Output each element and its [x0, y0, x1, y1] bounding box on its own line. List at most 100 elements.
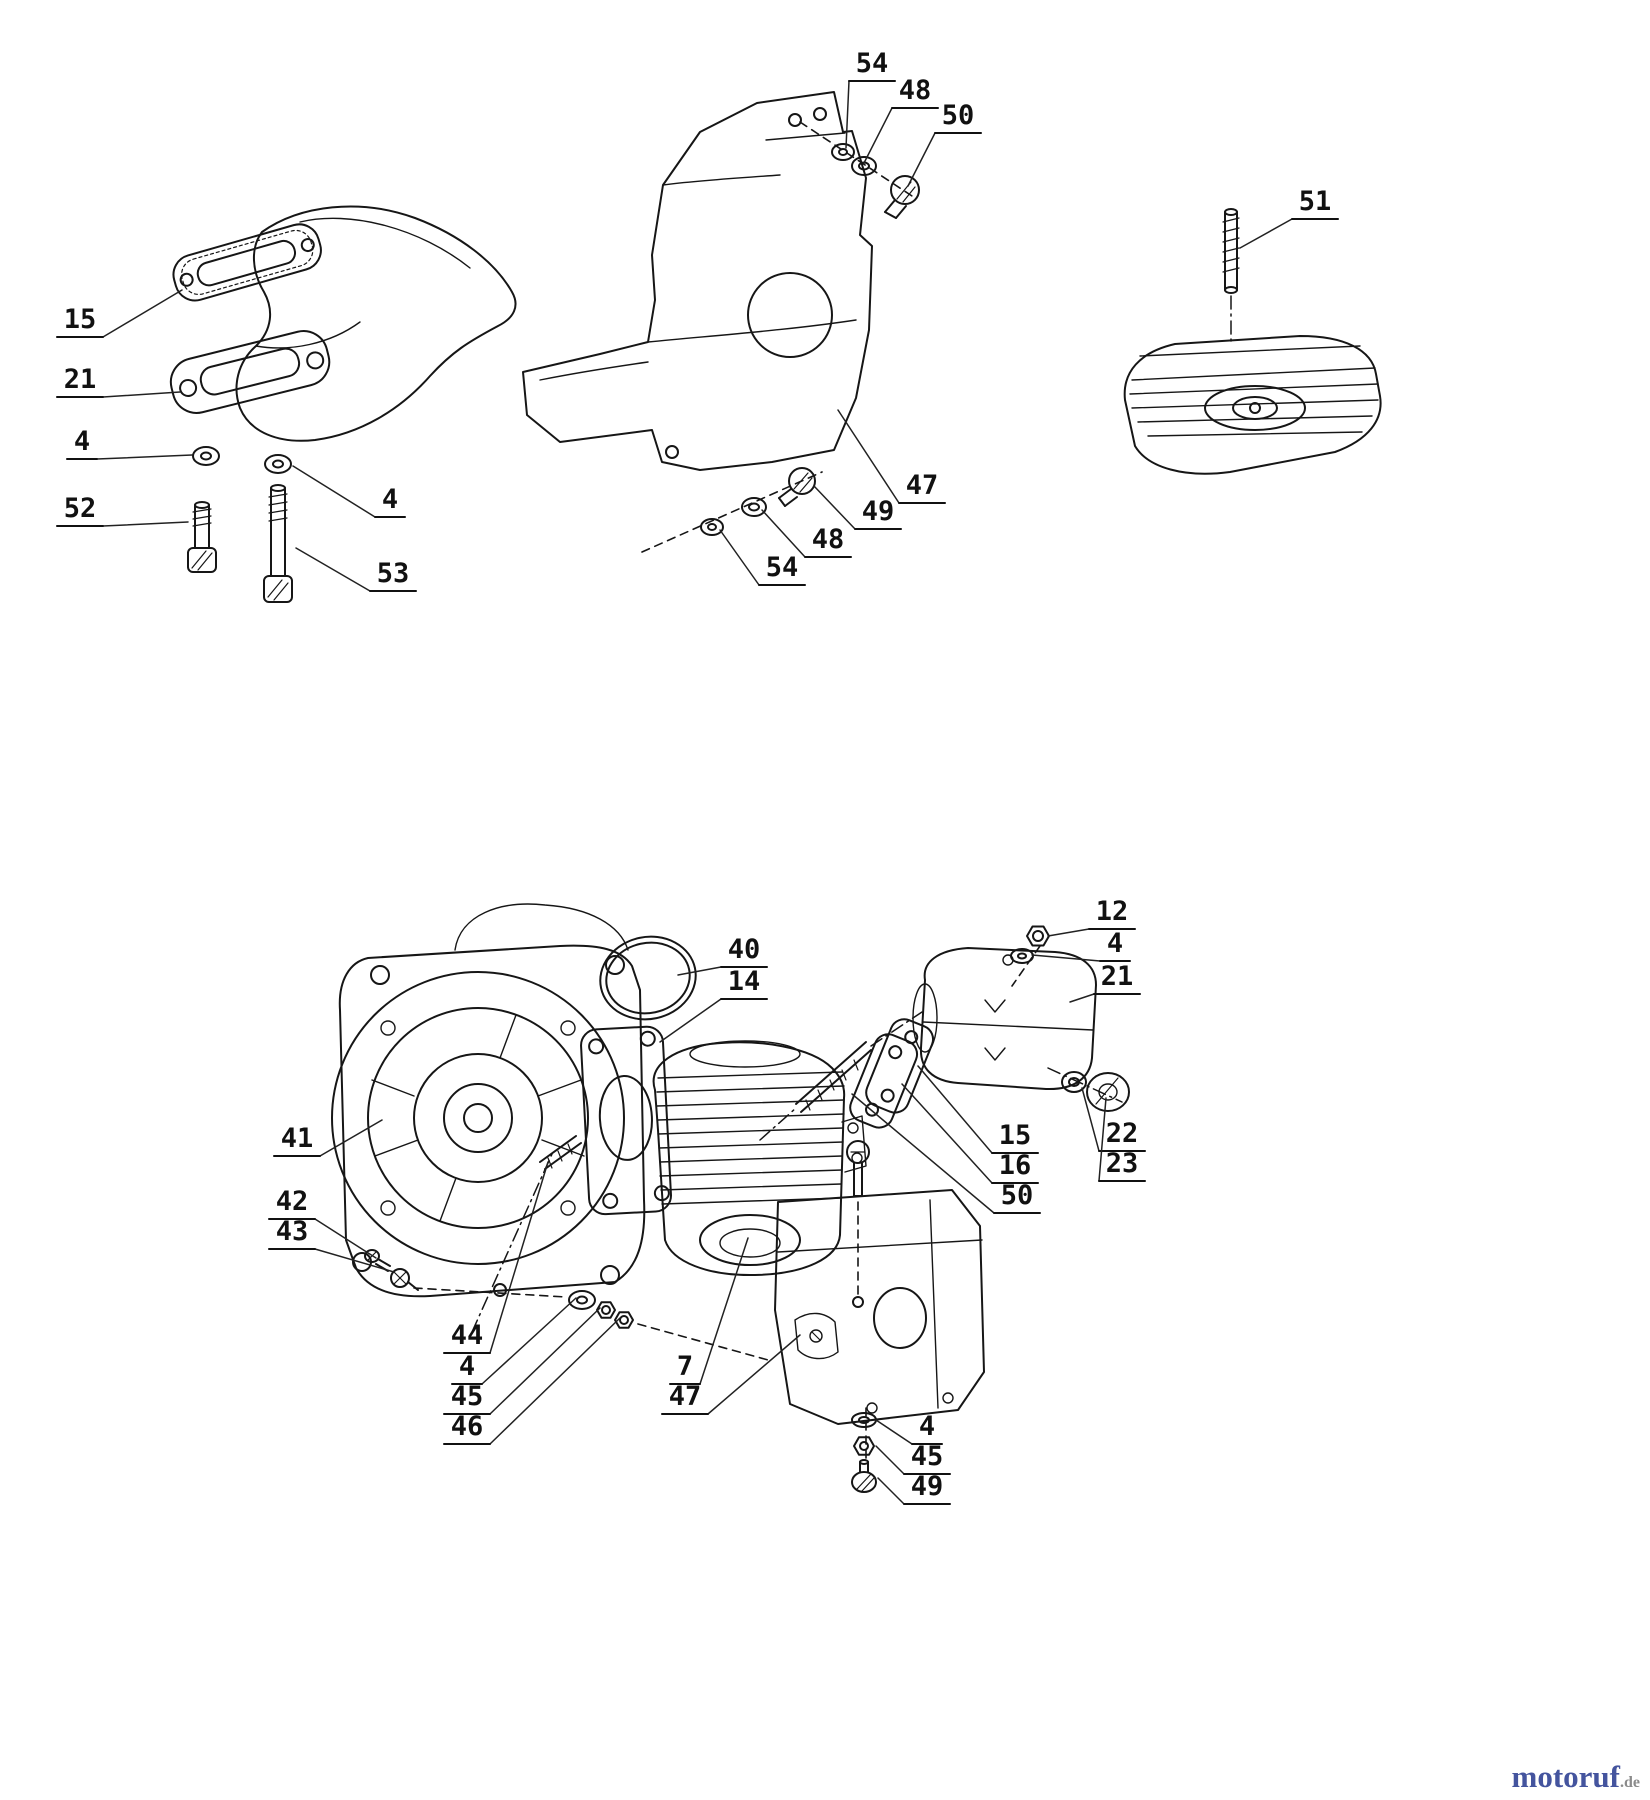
nut-45-cover [853, 1436, 875, 1456]
part-callout-40-17: 40 [677, 934, 768, 976]
part-callout-45-29: 45 [443, 1307, 601, 1415]
part-callout-54-0: 54 [845, 48, 896, 149]
watermark-brand: motoruf [1511, 1759, 1620, 1794]
svg-text:54: 54 [856, 48, 889, 79]
part-callout-14-18: 14 [659, 966, 768, 1043]
plug-23 [1086, 1072, 1130, 1112]
part-callout-54-13: 54 [719, 529, 806, 586]
washer-54-bottom [700, 518, 724, 536]
washer-4-right [264, 454, 292, 474]
nut-46 [614, 1311, 634, 1329]
watermark-suffix: .de [1620, 1774, 1640, 1791]
svg-text:23: 23 [1106, 1148, 1139, 1179]
svg-text:16: 16 [999, 1150, 1032, 1181]
svg-text:49: 49 [862, 496, 895, 527]
part-callout-23-24: 23 [1098, 1097, 1146, 1182]
part-callout-48-12: 48 [761, 509, 852, 558]
bolt-53 [263, 484, 293, 603]
screw-49-cover [851, 1459, 877, 1493]
part-callout-21-5: 21 [56, 364, 181, 398]
svg-text:42: 42 [276, 1186, 309, 1217]
part-callout-42-25: 42 [268, 1186, 377, 1259]
part-callout-15-4: 15 [56, 289, 183, 338]
screw-50-top [884, 175, 920, 219]
part-callout-7-31: 7 [669, 1237, 749, 1385]
part-callout-53-9: 53 [295, 547, 417, 592]
svg-text:4: 4 [1107, 928, 1123, 959]
cylinder-head [1123, 335, 1382, 475]
washer-4-muffler [1010, 948, 1034, 964]
washer-54-top [831, 143, 855, 161]
nut-45-mid [596, 1301, 616, 1319]
lower-fastener-axis-right [637, 1323, 769, 1361]
part-callout-15-20: 15 [917, 1065, 1039, 1154]
bolt-49-top-group [778, 467, 816, 507]
svg-text:22: 22 [1106, 1118, 1139, 1149]
part-callout-41-19: 41 [273, 1119, 383, 1157]
part-callout-50-22: 50 [851, 1093, 1041, 1214]
plug-axis [1047, 1067, 1123, 1103]
part-callout-21-16: 21 [1069, 961, 1141, 1003]
stud-44-axis [471, 1153, 553, 1333]
outer-shield-47 [522, 91, 873, 471]
bolt-52 [187, 501, 217, 573]
svg-text:14: 14 [728, 966, 761, 997]
svg-text:40: 40 [728, 934, 761, 965]
muffler-nut-axis [1011, 945, 1041, 987]
svg-text:51: 51 [1299, 186, 1332, 217]
svg-text:7: 7 [677, 1351, 693, 1382]
svg-text:47: 47 [906, 470, 939, 501]
part-callout-47-10: 47 [837, 409, 946, 504]
part-callout-4-6: 4 [66, 426, 193, 460]
stud-51 [1222, 208, 1240, 345]
svg-text:53: 53 [377, 558, 410, 589]
part-callout-44-27: 44 [443, 1161, 549, 1354]
part-callout-4-28: 4 [451, 1297, 577, 1385]
screw-50-cover [846, 1140, 870, 1297]
screw-43 [390, 1268, 419, 1291]
part-callout-45-34: 45 [875, 1441, 951, 1475]
nut-12 [1026, 925, 1050, 947]
part-callout-4-8: 4 [292, 465, 406, 518]
washer-4-mid [568, 1290, 596, 1310]
svg-text:15: 15 [64, 304, 97, 335]
washer-4-left [192, 446, 220, 466]
svg-text:21: 21 [1101, 961, 1134, 992]
part-callout-49-11: 49 [813, 485, 902, 530]
svg-text:48: 48 [899, 75, 932, 106]
svg-text:4: 4 [382, 484, 398, 515]
part-callout-48-1: 48 [863, 75, 939, 164]
svg-text:4: 4 [919, 1411, 935, 1442]
fastener-axis-bottom [641, 471, 823, 553]
svg-text:54: 54 [766, 552, 799, 583]
gasket-16 [849, 1033, 919, 1129]
svg-text:44: 44 [451, 1320, 484, 1351]
part-callout-22-23: 22 [1081, 1087, 1146, 1152]
svg-text:46: 46 [451, 1411, 484, 1442]
part-callout-47-32: 47 [661, 1334, 801, 1415]
svg-text:21: 21 [64, 364, 97, 395]
part-callout-12-14: 12 [1047, 896, 1136, 937]
part-callout-4-15: 4 [1031, 928, 1131, 962]
svg-text:47: 47 [669, 1381, 702, 1412]
part-callout-49-35: 49 [877, 1471, 951, 1505]
svg-text:45: 45 [911, 1441, 944, 1472]
svg-text:48: 48 [812, 524, 845, 555]
crankcase-41 [331, 903, 646, 1298]
part-callout-43-26: 43 [268, 1216, 395, 1273]
o-ring-40 [599, 935, 697, 1021]
svg-text:45: 45 [451, 1381, 484, 1412]
svg-text:49: 49 [911, 1471, 944, 1502]
muffler-cover-47 [774, 1189, 985, 1425]
cylinder-7 [652, 1040, 867, 1277]
part-callout-51-3: 51 [1239, 186, 1339, 249]
washer-48-bottom [741, 497, 767, 517]
svg-text:12: 12 [1096, 896, 1129, 927]
part-callout-16-21: 16 [901, 1083, 1039, 1184]
gasket-15 [172, 223, 322, 302]
svg-text:52: 52 [64, 493, 97, 524]
part-callout-46-30: 46 [443, 1317, 621, 1445]
